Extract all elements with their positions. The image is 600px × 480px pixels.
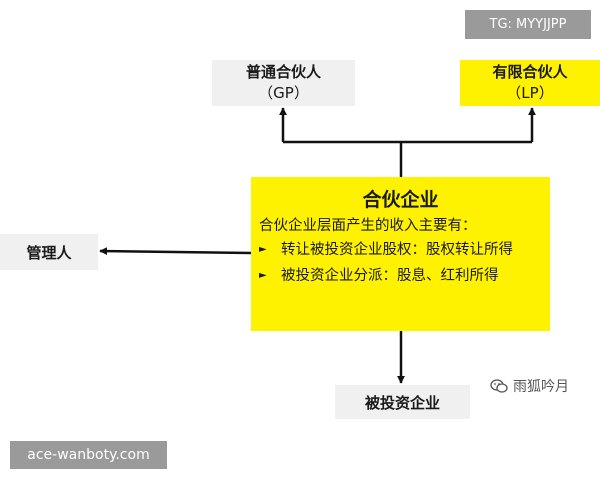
- wechat-icon: [490, 379, 508, 393]
- bullet-triangle-icon: ►: [259, 270, 267, 281]
- arrow-to-manager: [99, 247, 252, 256]
- lp-title: 有限合伙人: [492, 63, 568, 81]
- wechat-watermark: 雨狐吟月: [490, 376, 569, 396]
- income-item-text: 转让被投资企业股权：股权转让所得: [281, 242, 513, 258]
- partnership-description: 合伙企业层面产生的收入主要有：: [259, 218, 477, 234]
- manager-label: 管理人: [26, 243, 72, 262]
- invested-company-label: 被投资企业: [364, 393, 440, 412]
- partnership-node: 合伙企业 合伙企业层面产生的收入主要有： ► 转让被投资企业股权：股权转让所得 …: [251, 177, 550, 331]
- income-item-text: 被投资企业分派：股息、红利所得: [281, 268, 499, 284]
- lp-abbr: （LP）: [506, 84, 554, 102]
- lp-node: 有限合伙人 （LP）: [460, 60, 600, 106]
- tg-watermark: TG: MYYJJPP: [465, 10, 591, 39]
- bullet-triangle-icon: ►: [259, 244, 267, 255]
- wechat-account-name: 雨狐吟月: [513, 379, 569, 395]
- partnership-title: 合伙企业: [362, 189, 439, 211]
- gp-node: 普通合伙人 （GP）: [212, 60, 355, 106]
- gp-abbr: （GP）: [258, 84, 309, 102]
- site-watermark: ace-wanboty.com: [10, 441, 167, 469]
- manager-node: 管理人: [0, 234, 98, 270]
- income-item: ► 转让被投资企业股权：股权转让所得: [259, 240, 542, 260]
- gp-title: 普通合伙人: [245, 63, 321, 81]
- invested-company-node: 被投资企业: [335, 385, 470, 419]
- income-item: ► 被投资企业分派：股息、红利所得: [259, 266, 542, 286]
